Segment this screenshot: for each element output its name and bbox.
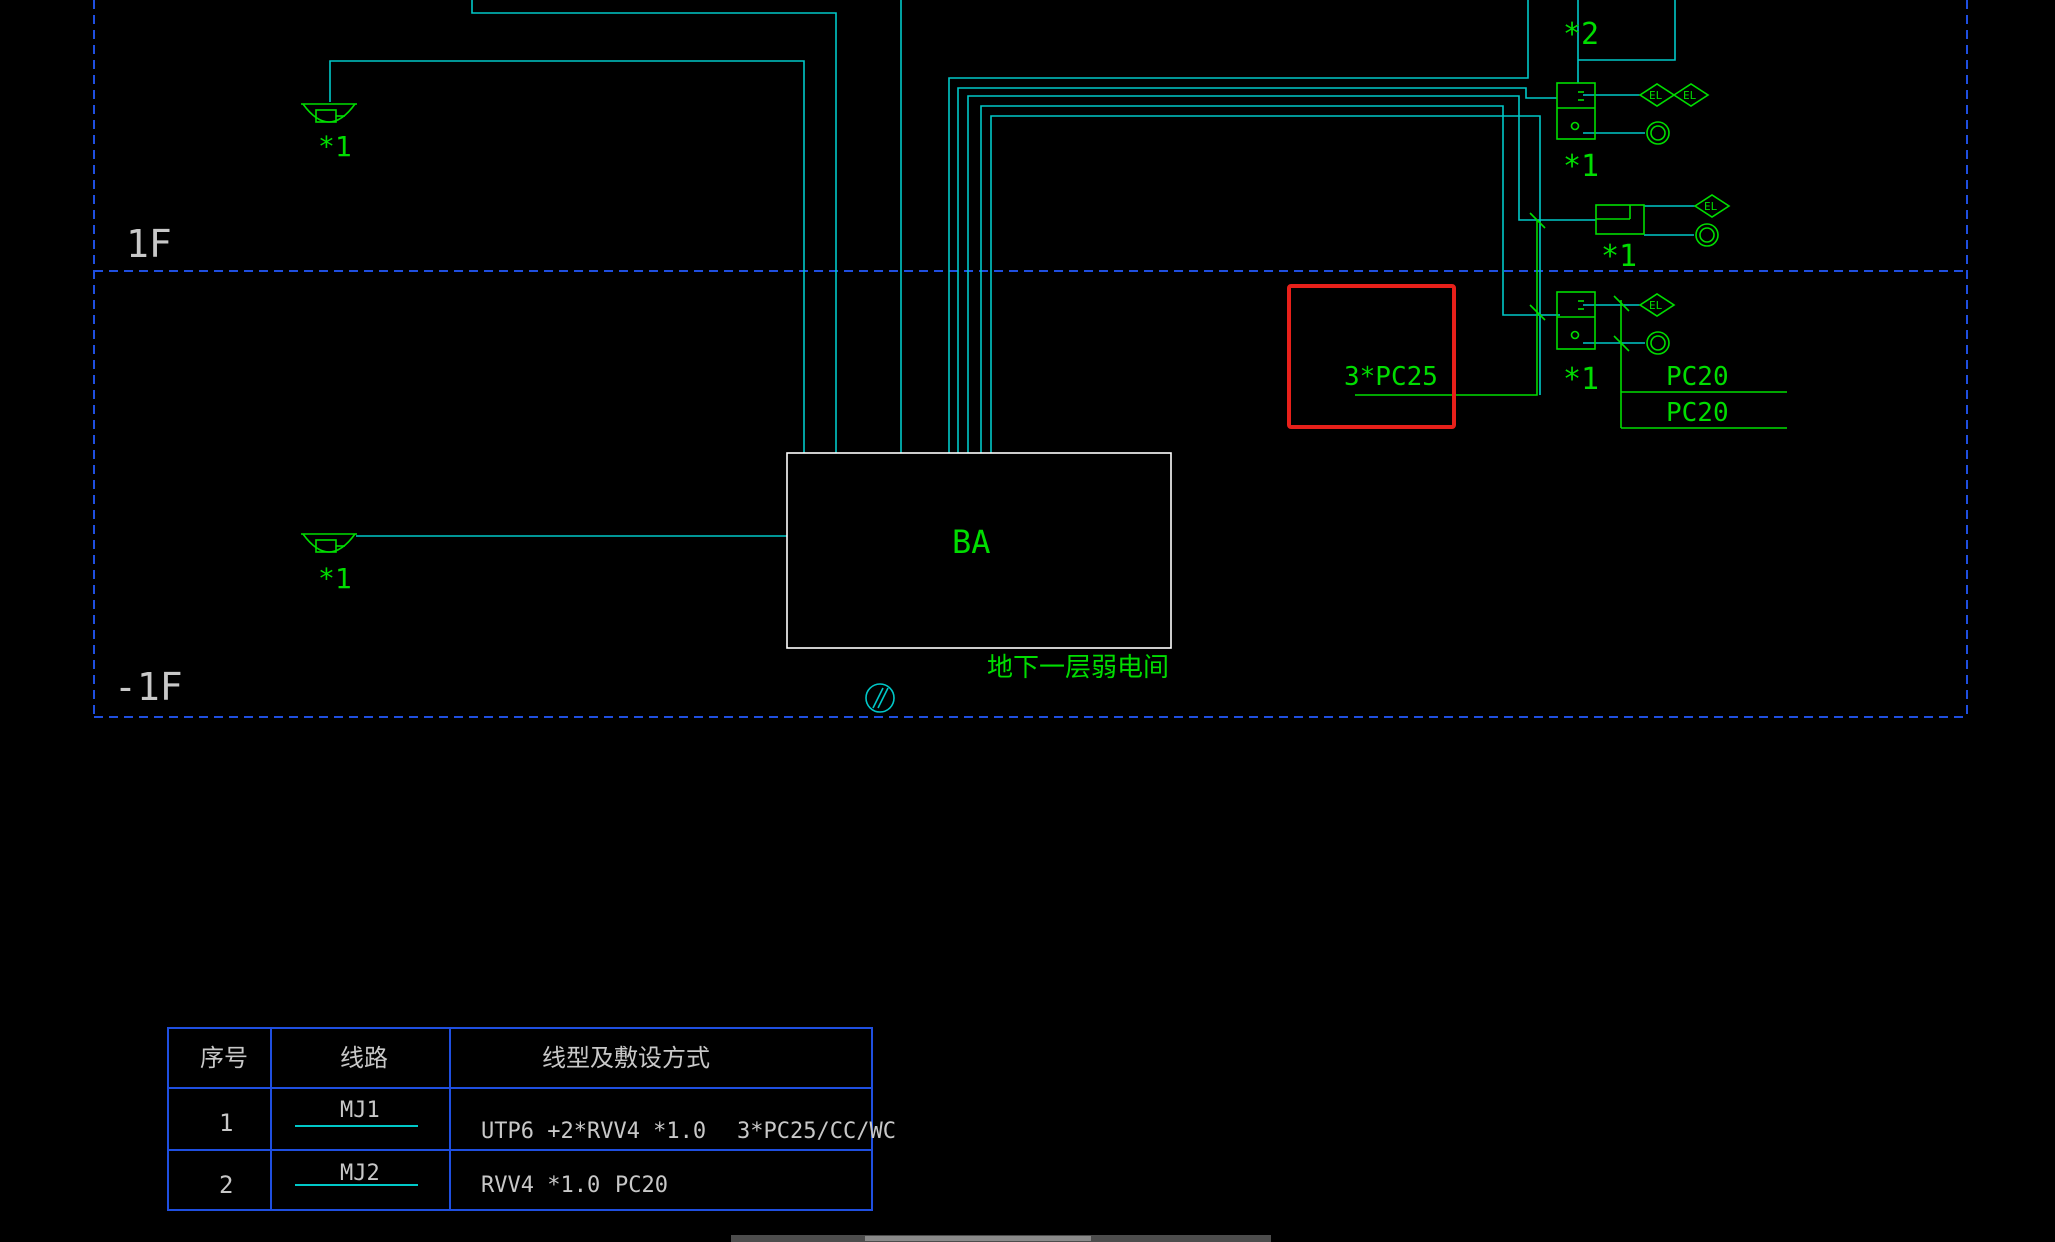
legend-row2-laying: PC20: [615, 1173, 668, 1198]
el-lock-lower: EL: [1638, 293, 1676, 317]
conduit-lines: [1355, 212, 1787, 429]
camera-symbol-lower: [301, 533, 357, 553]
controller-top-multiplier: *1: [1563, 149, 1599, 184]
camera-upper-multiplier: *1: [318, 130, 352, 163]
legend-table: [167, 1027, 873, 1211]
exit-button-top: [1646, 121, 1670, 145]
controller-top-multiplier-top: *2: [1563, 17, 1599, 52]
legend-header-no: 序号: [200, 1044, 248, 1072]
highlight-box[interactable]: [1287, 284, 1456, 429]
legend-row2-cable: RVV4 *1.0: [481, 1173, 600, 1198]
svg-text:EL: EL: [1649, 299, 1663, 312]
door-controller-top: [1556, 82, 1596, 140]
svg-text:EL: EL: [1683, 89, 1697, 102]
exit-button-middle: [1695, 223, 1719, 247]
el-lock-top-1: EL: [1638, 83, 1676, 107]
svg-text:EL: EL: [1649, 89, 1663, 102]
legend-row1-laying: 3*PC25/CC/WC: [737, 1119, 896, 1144]
el-lock-top-2: EL: [1672, 83, 1710, 107]
scrollbar-thumb[interactable]: [865, 1236, 1091, 1241]
exit-button-lower: [1646, 331, 1670, 355]
legend-row1-line: MJ1: [340, 1098, 380, 1123]
highlighted-conduit-label: 3*PC25: [1344, 362, 1438, 392]
floor-boundary: [93, 0, 1968, 718]
floor-label-1f: 1F: [126, 222, 172, 266]
legend-header-method: 线型及敷设方式: [542, 1044, 710, 1072]
card-reader-middle: [1595, 204, 1645, 235]
el-lock-middle: EL: [1693, 194, 1731, 218]
floor-label-b1f: -1F: [114, 665, 183, 709]
horizontal-scrollbar[interactable]: [731, 1235, 1271, 1242]
pc20-label-1: PC20: [1666, 362, 1729, 392]
ba-label: BA: [952, 523, 991, 561]
wiring: [329, 0, 1695, 537]
svg-text:EL: EL: [1704, 200, 1718, 213]
ba-room-label: 地下一层弱电间: [987, 653, 1169, 683]
legend-row2-no: 2: [219, 1171, 233, 1199]
legend-row1-cable: UTP6 +2*RVV4 *1.0: [481, 1119, 706, 1144]
camera-lower-multiplier: *1: [318, 562, 352, 595]
pc20-label-2: PC20: [1666, 398, 1729, 428]
door-controller-lower: [1556, 291, 1596, 350]
ba-box[interactable]: [786, 452, 1172, 649]
card-reader-multiplier: *1: [1601, 239, 1637, 274]
camera-symbol-upper: [301, 103, 357, 123]
controller-lower-multiplier: *1: [1563, 362, 1599, 397]
legend-row1-no: 1: [219, 1109, 233, 1137]
legend-row2-line: MJ2: [340, 1161, 380, 1186]
riser-symbol: [865, 683, 895, 713]
legend-header-line: 线路: [340, 1044, 388, 1072]
